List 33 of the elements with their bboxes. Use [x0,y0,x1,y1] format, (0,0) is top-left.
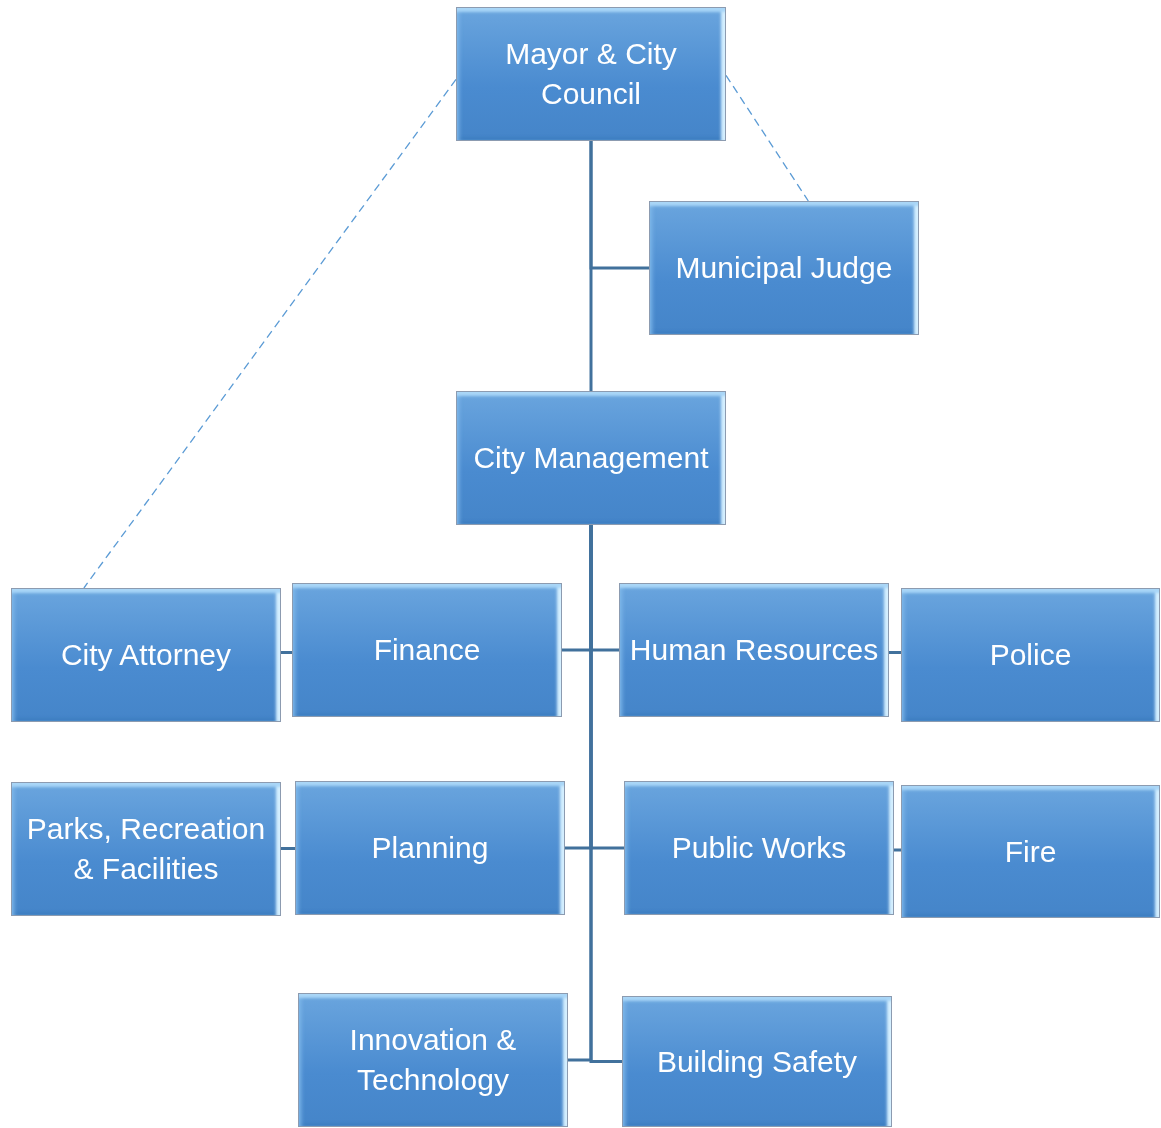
box-label: Building Safety [655,1043,859,1080]
org-box [456,7,726,141]
org-box [456,391,726,525]
box-label: Finance [372,632,482,668]
dashed-connector [725,74,809,202]
org-box [11,588,281,722]
box-label: Innovation & Technology [348,1022,518,1098]
org-box [11,782,281,916]
box-label: City Management [472,440,710,476]
box-label: Municipal Judge [674,250,894,286]
box-label: Fire [1003,833,1058,870]
org-box [901,785,1160,918]
connector-line [894,848,901,852]
box-label: Public Works [670,830,848,866]
dashed-connector [83,78,457,589]
box-label: Mayor & City Council [504,36,678,112]
connector-line [889,651,901,654]
org-box [292,583,562,717]
org-box [649,201,919,335]
org-box [624,781,894,915]
org-box [298,993,568,1127]
org-box [295,781,565,915]
box-label: Human Resources [628,632,880,668]
connector-line [589,141,593,391]
box-label: Parks, Recreation & Facilities [25,811,267,887]
connector-line [281,651,292,654]
org-box [622,996,892,1127]
connector-line [281,847,295,850]
org-box [901,588,1160,722]
box-label: Planning [370,830,490,866]
org-box [619,583,889,717]
box-label: City Attorney [59,637,233,673]
box-label: Police [988,637,1073,673]
